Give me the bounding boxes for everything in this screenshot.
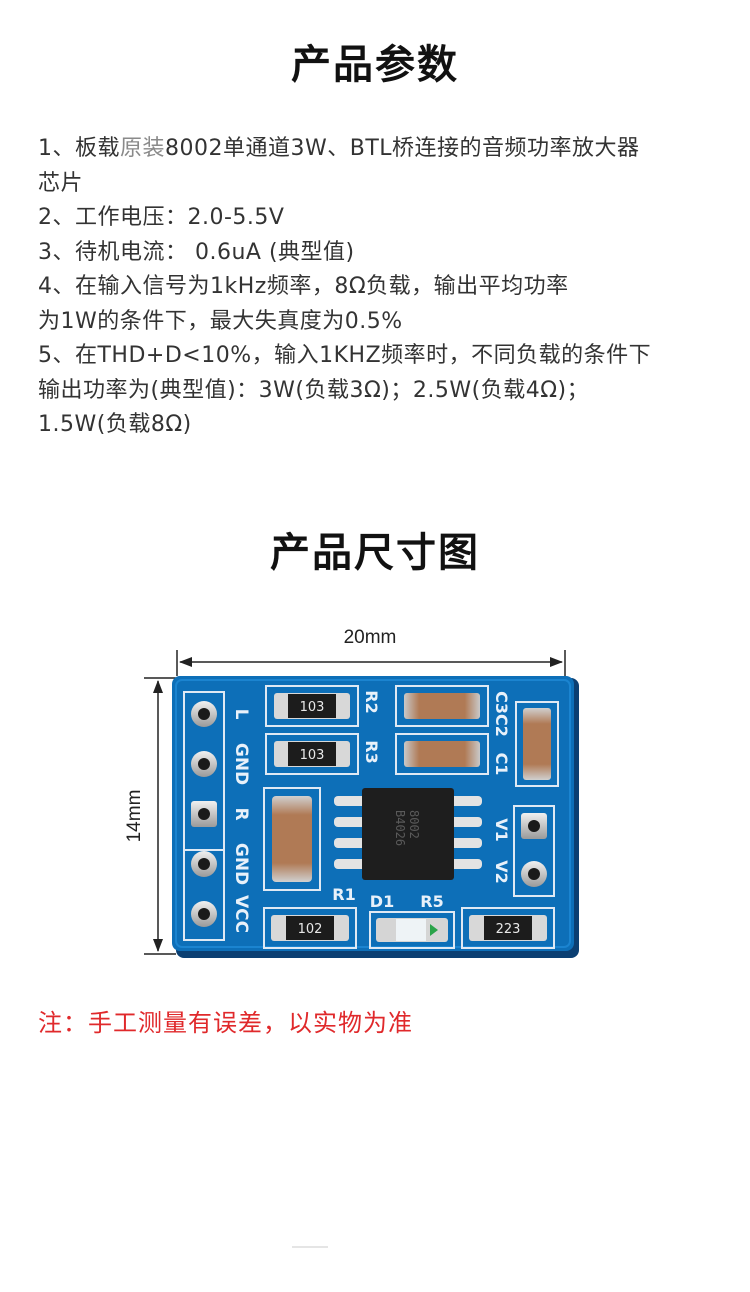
led-d1 <box>376 918 448 942</box>
param-line-9: 1.5W(负载8Ω) <box>38 412 192 437</box>
param-line-7: 5、在THD+D<10%，输入1KHZ频率时，不同负载的条件下 <box>38 343 652 368</box>
board-dimension-diagram: 20mm 14mm L GND R GND VCC <box>124 627 579 958</box>
svg-text:B4026: B4026 <box>393 810 407 846</box>
param-line-8: 输出功率为(典型值)：3W(负载3Ω)；2.5W(负载4Ω)； <box>38 377 590 403</box>
svg-text:223: 223 <box>496 922 521 937</box>
svg-text:103: 103 <box>300 748 325 763</box>
height-dimension: 14mm <box>124 677 176 955</box>
ic-chip: 8002 B4026 <box>334 788 482 880</box>
param-line-1: 1、板载原装8002单通道3W、BTL桥连接的音频功率放大器 <box>38 136 640 161</box>
param-line-4: 3、待机电流： 0.6uA (典型值) <box>38 239 355 265</box>
pin-hole <box>191 801 217 827</box>
pin-hole <box>191 851 217 877</box>
param-line-2: 芯片 <box>38 170 84 196</box>
section-title-params: 产品参数 <box>291 42 459 88</box>
pcb-board: L GND R GND VCC R2 R3 C3C2 C1 V1 V2 R1 D… <box>172 676 579 958</box>
silk-c3c2: C3C2 <box>492 691 511 737</box>
silk-r3: R3 <box>362 740 381 763</box>
resistor-223: 223 <box>469 915 547 941</box>
silk-d1: D1 <box>370 892 394 911</box>
silk-r5: R5 <box>420 892 443 911</box>
silk-v2: V2 <box>492 860 511 884</box>
measurement-note: 注：手工测量有误差，以实物为准 <box>38 1009 413 1037</box>
svg-text:8002: 8002 <box>407 810 421 839</box>
silk-r1: R1 <box>332 885 355 904</box>
pin-hole <box>191 751 217 777</box>
param-line-6: 为1W的条件下，最大失真度为0.5% <box>38 308 403 334</box>
pin-hole <box>521 861 547 887</box>
capacitor-r1 <box>272 796 312 882</box>
pin-label-r: R <box>231 807 251 820</box>
param-line-5: 4、在输入信号为1kHz频率，8Ω负载，输出平均功率 <box>38 274 569 299</box>
resistor-r3: 103 <box>274 741 350 767</box>
page-divider <box>292 1246 328 1248</box>
silk-r2: R2 <box>362 690 381 713</box>
section-title-dimensions: 产品尺寸图 <box>270 530 480 576</box>
pin-hole <box>191 701 217 727</box>
pin-label-vcc: VCC <box>231 895 251 933</box>
resistor-102: 102 <box>271 915 349 941</box>
pin-hole <box>521 813 547 839</box>
svg-text:102: 102 <box>298 922 323 937</box>
capacitor-c1 <box>523 708 551 780</box>
silk-v1: V1 <box>492 818 511 842</box>
resistor-r2: 103 <box>274 693 350 719</box>
capacitor-c2 <box>404 741 480 767</box>
width-dimension: 20mm <box>176 627 566 676</box>
width-label: 20mm <box>344 627 397 648</box>
capacitor-c3 <box>404 693 480 719</box>
height-label: 14mm <box>124 790 145 843</box>
pin-hole <box>191 901 217 927</box>
svg-text:103: 103 <box>300 700 325 715</box>
params-list: 1、板载原装8002单通道3W、BTL桥连接的音频功率放大器 芯片 2、工作电压… <box>38 132 728 443</box>
pin-label-gnd: GND <box>231 743 251 785</box>
silk-c1: C1 <box>492 753 511 776</box>
pin-label-gnd-2: GND <box>231 843 251 885</box>
param-line-3: 2、工作电压：2.0-5.5V <box>38 205 285 230</box>
pin-label-l: L <box>231 709 251 720</box>
